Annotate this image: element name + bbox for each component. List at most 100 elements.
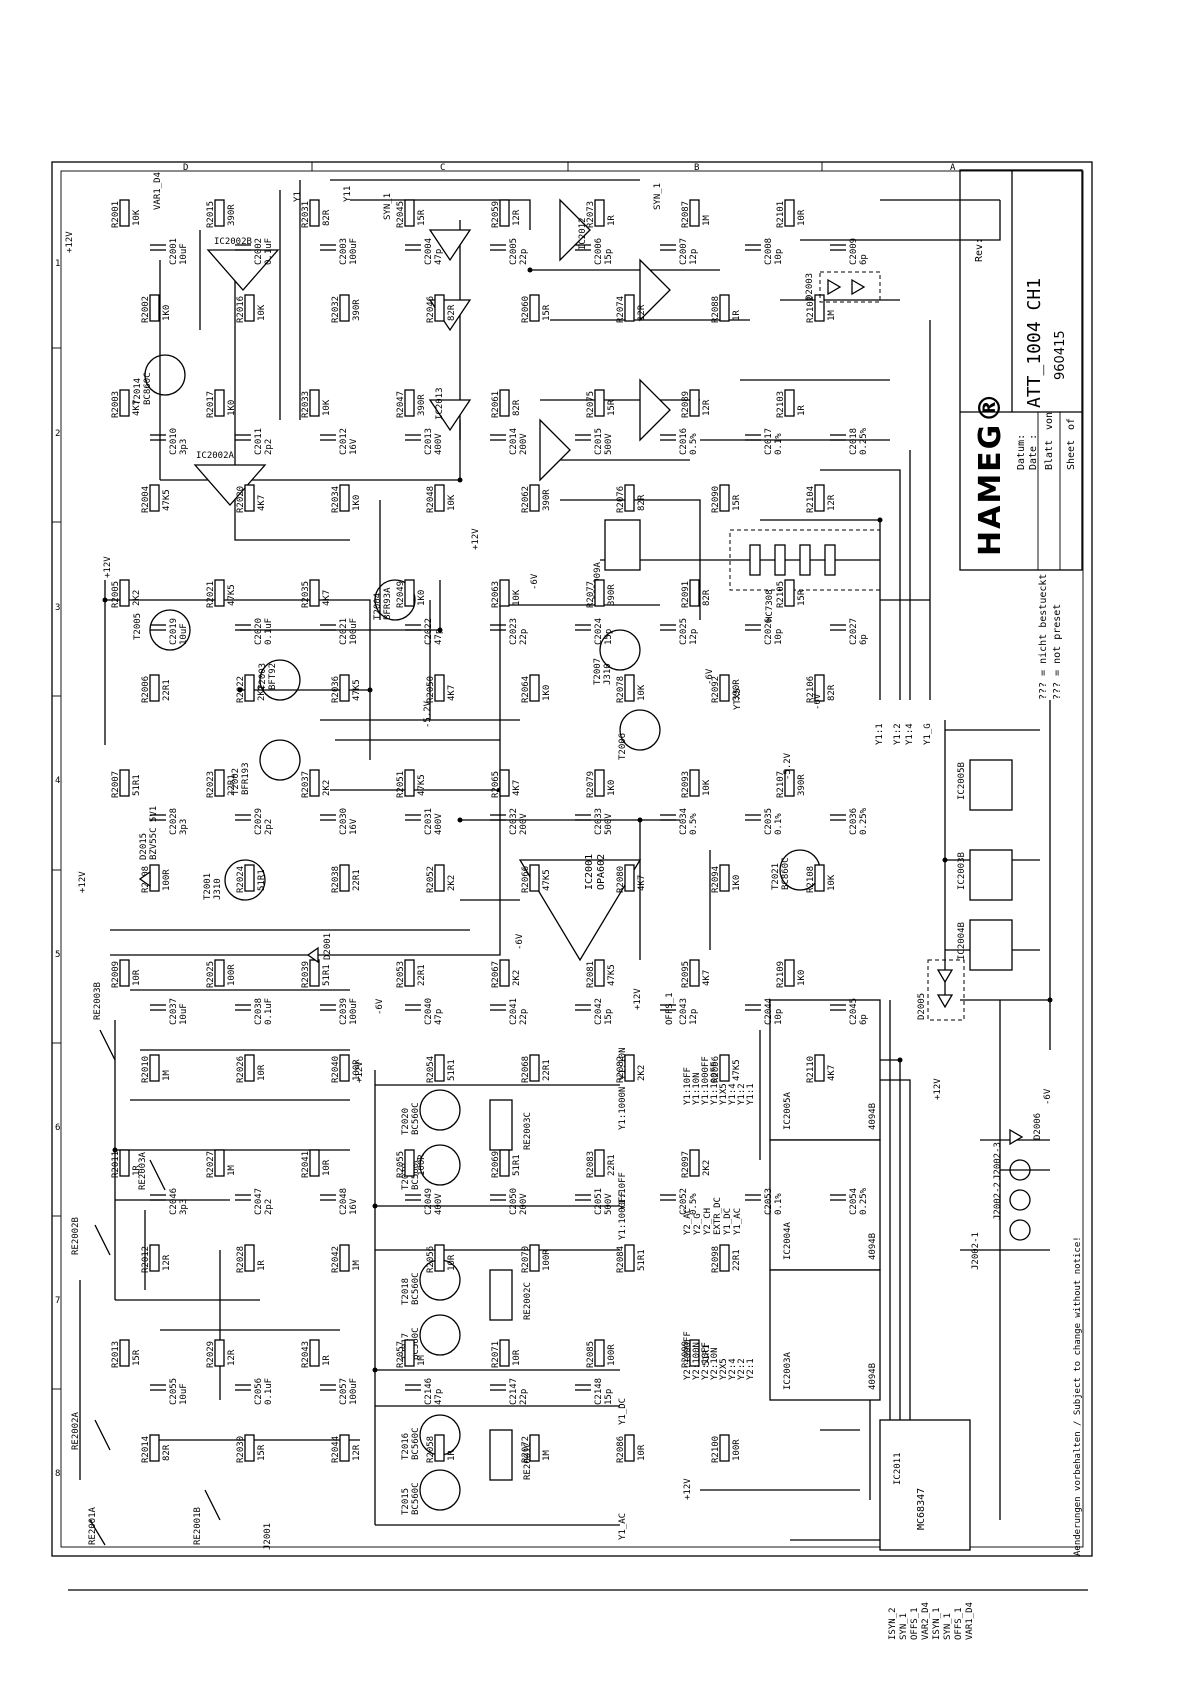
capacitor-value: 2p2 xyxy=(264,819,274,835)
resistor-designator: R2071 xyxy=(491,1341,501,1368)
resistor-value: 1K0 xyxy=(352,495,362,511)
relay-coil-label: RE2003C xyxy=(523,1112,533,1150)
resistor xyxy=(594,1149,605,1177)
resistor xyxy=(624,1244,635,1272)
resistor-value: 47K5 xyxy=(607,964,617,986)
transistor-t2006: T2006 xyxy=(618,709,661,760)
resistor xyxy=(689,1149,700,1177)
resistor-designator: R2016 xyxy=(236,296,246,323)
capacitor-value: 400V xyxy=(434,433,444,455)
resistor-designator: R2091 xyxy=(681,581,691,608)
row-marker: 8 xyxy=(55,1469,60,1479)
capacitor-value: 100uF xyxy=(349,238,359,265)
resistor xyxy=(529,484,540,512)
resistor xyxy=(529,864,540,892)
resistor-designator: R2066 xyxy=(521,866,531,893)
blatt-label: Blatt xyxy=(1044,440,1055,470)
ic2012-array: IC2012 xyxy=(539,198,671,482)
svg-text:J2001: J2001 xyxy=(263,1523,273,1550)
resistor-designator: R2050 xyxy=(426,676,436,703)
resistor xyxy=(119,199,130,227)
resistor-designator: R2088 xyxy=(711,296,721,323)
resistor-designator: R2013 xyxy=(111,1341,121,1368)
capacitor-designator: C2008 xyxy=(764,238,774,265)
resistor-value: 51R1 xyxy=(132,774,142,796)
resistor xyxy=(689,199,700,227)
resistor-value: 82R xyxy=(637,494,647,511)
resistor-designator: R2028 xyxy=(236,1246,246,1273)
connector-j2002-3 xyxy=(1009,1159,1031,1181)
resistor-designator: R2030 xyxy=(236,1436,246,1463)
resistor-value: 82R xyxy=(322,209,332,226)
capacitor-value: 6p xyxy=(859,254,869,265)
resistor xyxy=(244,484,255,512)
resistor-designator: R2057 xyxy=(396,1341,406,1368)
capacitor-value: 200V xyxy=(519,433,529,455)
resistor-designator: R2011 xyxy=(111,1151,121,1178)
col-marker: A xyxy=(950,163,956,173)
svg-text:D2001: D2001 xyxy=(323,933,333,960)
resistor-value: 100R xyxy=(352,1059,362,1081)
resistor-value: 2K2 xyxy=(257,685,267,701)
svg-text:T2002: T2002 xyxy=(231,768,241,795)
capacitor-designator: C2007 xyxy=(679,238,689,265)
svg-text:D2015: D2015 xyxy=(139,833,149,860)
resistor xyxy=(719,484,730,512)
svg-text:J2002-3: J2002-3 xyxy=(993,1142,1003,1180)
resistor-value: 10R xyxy=(257,1064,267,1081)
capacitor-value: 0.25% xyxy=(859,807,869,835)
resistor-designator: R2039 xyxy=(301,961,311,988)
resistor xyxy=(404,1149,415,1177)
capacitor-designator: C2013 xyxy=(424,428,434,455)
capacitor-value: 0.5% xyxy=(689,1193,699,1215)
capacitor-value: 0.5% xyxy=(689,433,699,455)
resistor-value: 22R1 xyxy=(732,1249,742,1271)
resistor-designator: R2067 xyxy=(491,961,501,988)
svg-text:BC560C: BC560C xyxy=(411,1327,421,1360)
resistor-designator: R2027 xyxy=(206,1151,216,1178)
svg-text:OFFS_1: OFFS_1 xyxy=(665,992,675,1025)
capacitor-designator: C2042 xyxy=(594,998,604,1025)
resistor-value: 2K2 xyxy=(132,590,142,606)
resistor xyxy=(499,389,510,417)
capacitor-value: 500V xyxy=(604,813,614,835)
resistor xyxy=(719,294,730,322)
resistor-value: 1K0 xyxy=(732,875,742,891)
svg-text:J310: J310 xyxy=(213,878,223,900)
resistor xyxy=(624,484,635,512)
rev-label: Rev: xyxy=(974,238,985,262)
resistor xyxy=(719,864,730,892)
resistor xyxy=(309,1149,320,1177)
resistor-designator: R2020 xyxy=(236,486,246,513)
resistor-designator: R2082 xyxy=(616,1056,626,1083)
capacitor-designator: C2030 xyxy=(339,808,349,835)
capacitor-value: 100uF xyxy=(349,1378,359,1405)
resistor-value: 2K2 xyxy=(447,875,457,891)
ic2001-part: OPA602 xyxy=(596,854,607,890)
capacitor-designator: C2016 xyxy=(679,428,689,455)
resistor-designator: R2040 xyxy=(331,1056,341,1083)
capacitor-value: 47p xyxy=(434,629,444,645)
resistor xyxy=(624,294,635,322)
resistor-value: 1M xyxy=(827,310,837,321)
resistor-designator: R2061 xyxy=(491,391,501,418)
resistor-value: 10K xyxy=(637,684,647,701)
resistor-value: 51R1 xyxy=(447,1059,457,1081)
resistor-designator: R2041 xyxy=(301,1151,311,1178)
resistor-designator: R2072 xyxy=(521,1436,531,1463)
ic2004b-ref: IC2004B xyxy=(957,922,967,960)
resistor-designator: R2096 xyxy=(711,1056,721,1083)
resistor-designator: R2069 xyxy=(491,1151,501,1178)
resistor xyxy=(594,389,605,417)
capacitor-value: 22p xyxy=(519,1009,529,1025)
capacitor-designator: C2012 xyxy=(339,428,349,455)
resistor-designator: R2094 xyxy=(711,866,721,893)
resistor-designator: R2043 xyxy=(301,1341,311,1368)
capacitor-designator: C2029 xyxy=(254,808,264,835)
row-marker: 3 xyxy=(55,603,60,613)
